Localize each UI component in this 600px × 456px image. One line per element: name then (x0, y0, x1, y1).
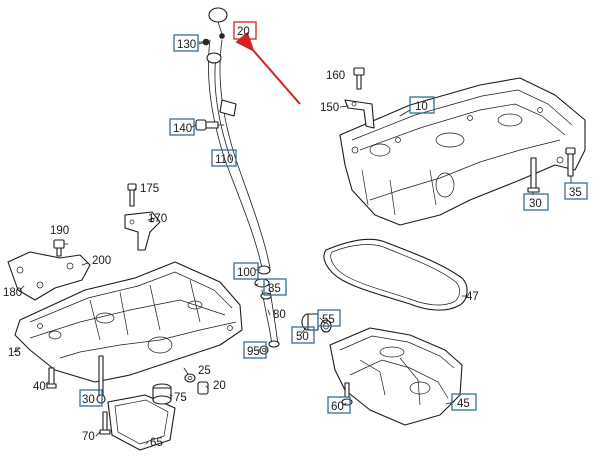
label-180: 180 (3, 287, 22, 299)
label-80: 80 (273, 309, 286, 321)
label-140: 140 (173, 123, 192, 135)
seal-85 (254, 278, 270, 288)
dipstick-handle (208, 7, 228, 39)
label-175: 175 (140, 183, 159, 195)
label-85: 85 (268, 283, 281, 295)
callout-boxes (79, 21, 588, 414)
label-100: 100 (237, 267, 256, 279)
callout-box-140 (169, 118, 195, 136)
highlight-arrow (235, 31, 301, 105)
oil-pan-gasket (323, 238, 468, 311)
label-75: 75 (174, 392, 187, 404)
lower-oil-pan (329, 327, 463, 426)
callout-box-60 (327, 396, 351, 414)
bracket-150 (344, 99, 375, 129)
label-10: 10 (415, 101, 428, 113)
filter-75 (152, 383, 172, 405)
dipstick-clip (197, 38, 210, 46)
bolt-30-left (96, 355, 106, 404)
callout-box-50 (291, 326, 315, 344)
callout-box-130 (173, 34, 199, 52)
label-70: 70 (82, 431, 95, 443)
bolt-35 (565, 147, 576, 177)
oil-pan-assembly (14, 261, 243, 383)
bracket-180 (7, 251, 91, 301)
label-150: 150 (320, 102, 339, 114)
plug-20-bottom (197, 381, 209, 395)
label-200: 200 (92, 255, 111, 267)
callout-box-30-right (523, 193, 549, 211)
label-160: 160 (326, 70, 345, 82)
callout-box-100 (233, 262, 259, 280)
callout-box-95 (243, 341, 267, 359)
callout-box-20-top (233, 21, 257, 40)
callout-box-30-left (79, 389, 103, 407)
callout-box-55 (317, 309, 341, 327)
label-190: 190 (50, 225, 69, 237)
callout-box-85 (263, 278, 287, 296)
callout-box-10 (409, 96, 435, 114)
label-30-left: 30 (82, 394, 95, 406)
label-47: 47 (466, 291, 479, 303)
label-110: 110 (215, 154, 233, 166)
ring-25 (184, 373, 196, 383)
callout-box-35 (564, 182, 588, 200)
label-15: 15 (8, 347, 21, 359)
label-20-top: 20 (237, 26, 250, 38)
bolt-40 (46, 367, 57, 389)
bolt-30-right (527, 157, 540, 193)
label-30-right: 30 (529, 198, 542, 210)
label-130: 130 (177, 39, 196, 51)
callout-labels: 20 130 140 110 160 150 10 30 35 175 170 … (3, 26, 582, 449)
bolt-175 (127, 183, 137, 207)
clip-95 (259, 345, 269, 355)
label-40: 40 (33, 381, 46, 393)
upper-oil-pan (339, 77, 586, 226)
callout-box-110 (211, 149, 237, 167)
bolt-70 (99, 411, 111, 435)
label-95: 95 (247, 346, 260, 358)
label-170: 170 (148, 213, 167, 225)
lower-small-pan (107, 394, 176, 451)
label-55: 55 (322, 314, 335, 326)
bolt-190 (53, 239, 65, 257)
label-65: 65 (150, 437, 163, 449)
label-45: 45 (457, 398, 470, 410)
bolt-160 (353, 67, 365, 90)
label-20-bottom: 20 (213, 380, 226, 392)
bracket-170 (124, 211, 161, 251)
dipstick-tube (206, 39, 271, 275)
label-60: 60 (331, 401, 344, 413)
label-50: 50 (296, 331, 309, 343)
label-25: 25 (198, 365, 211, 377)
label-35: 35 (569, 187, 582, 199)
callout-box-45 (451, 393, 477, 411)
leader-lines (13, 41, 572, 445)
